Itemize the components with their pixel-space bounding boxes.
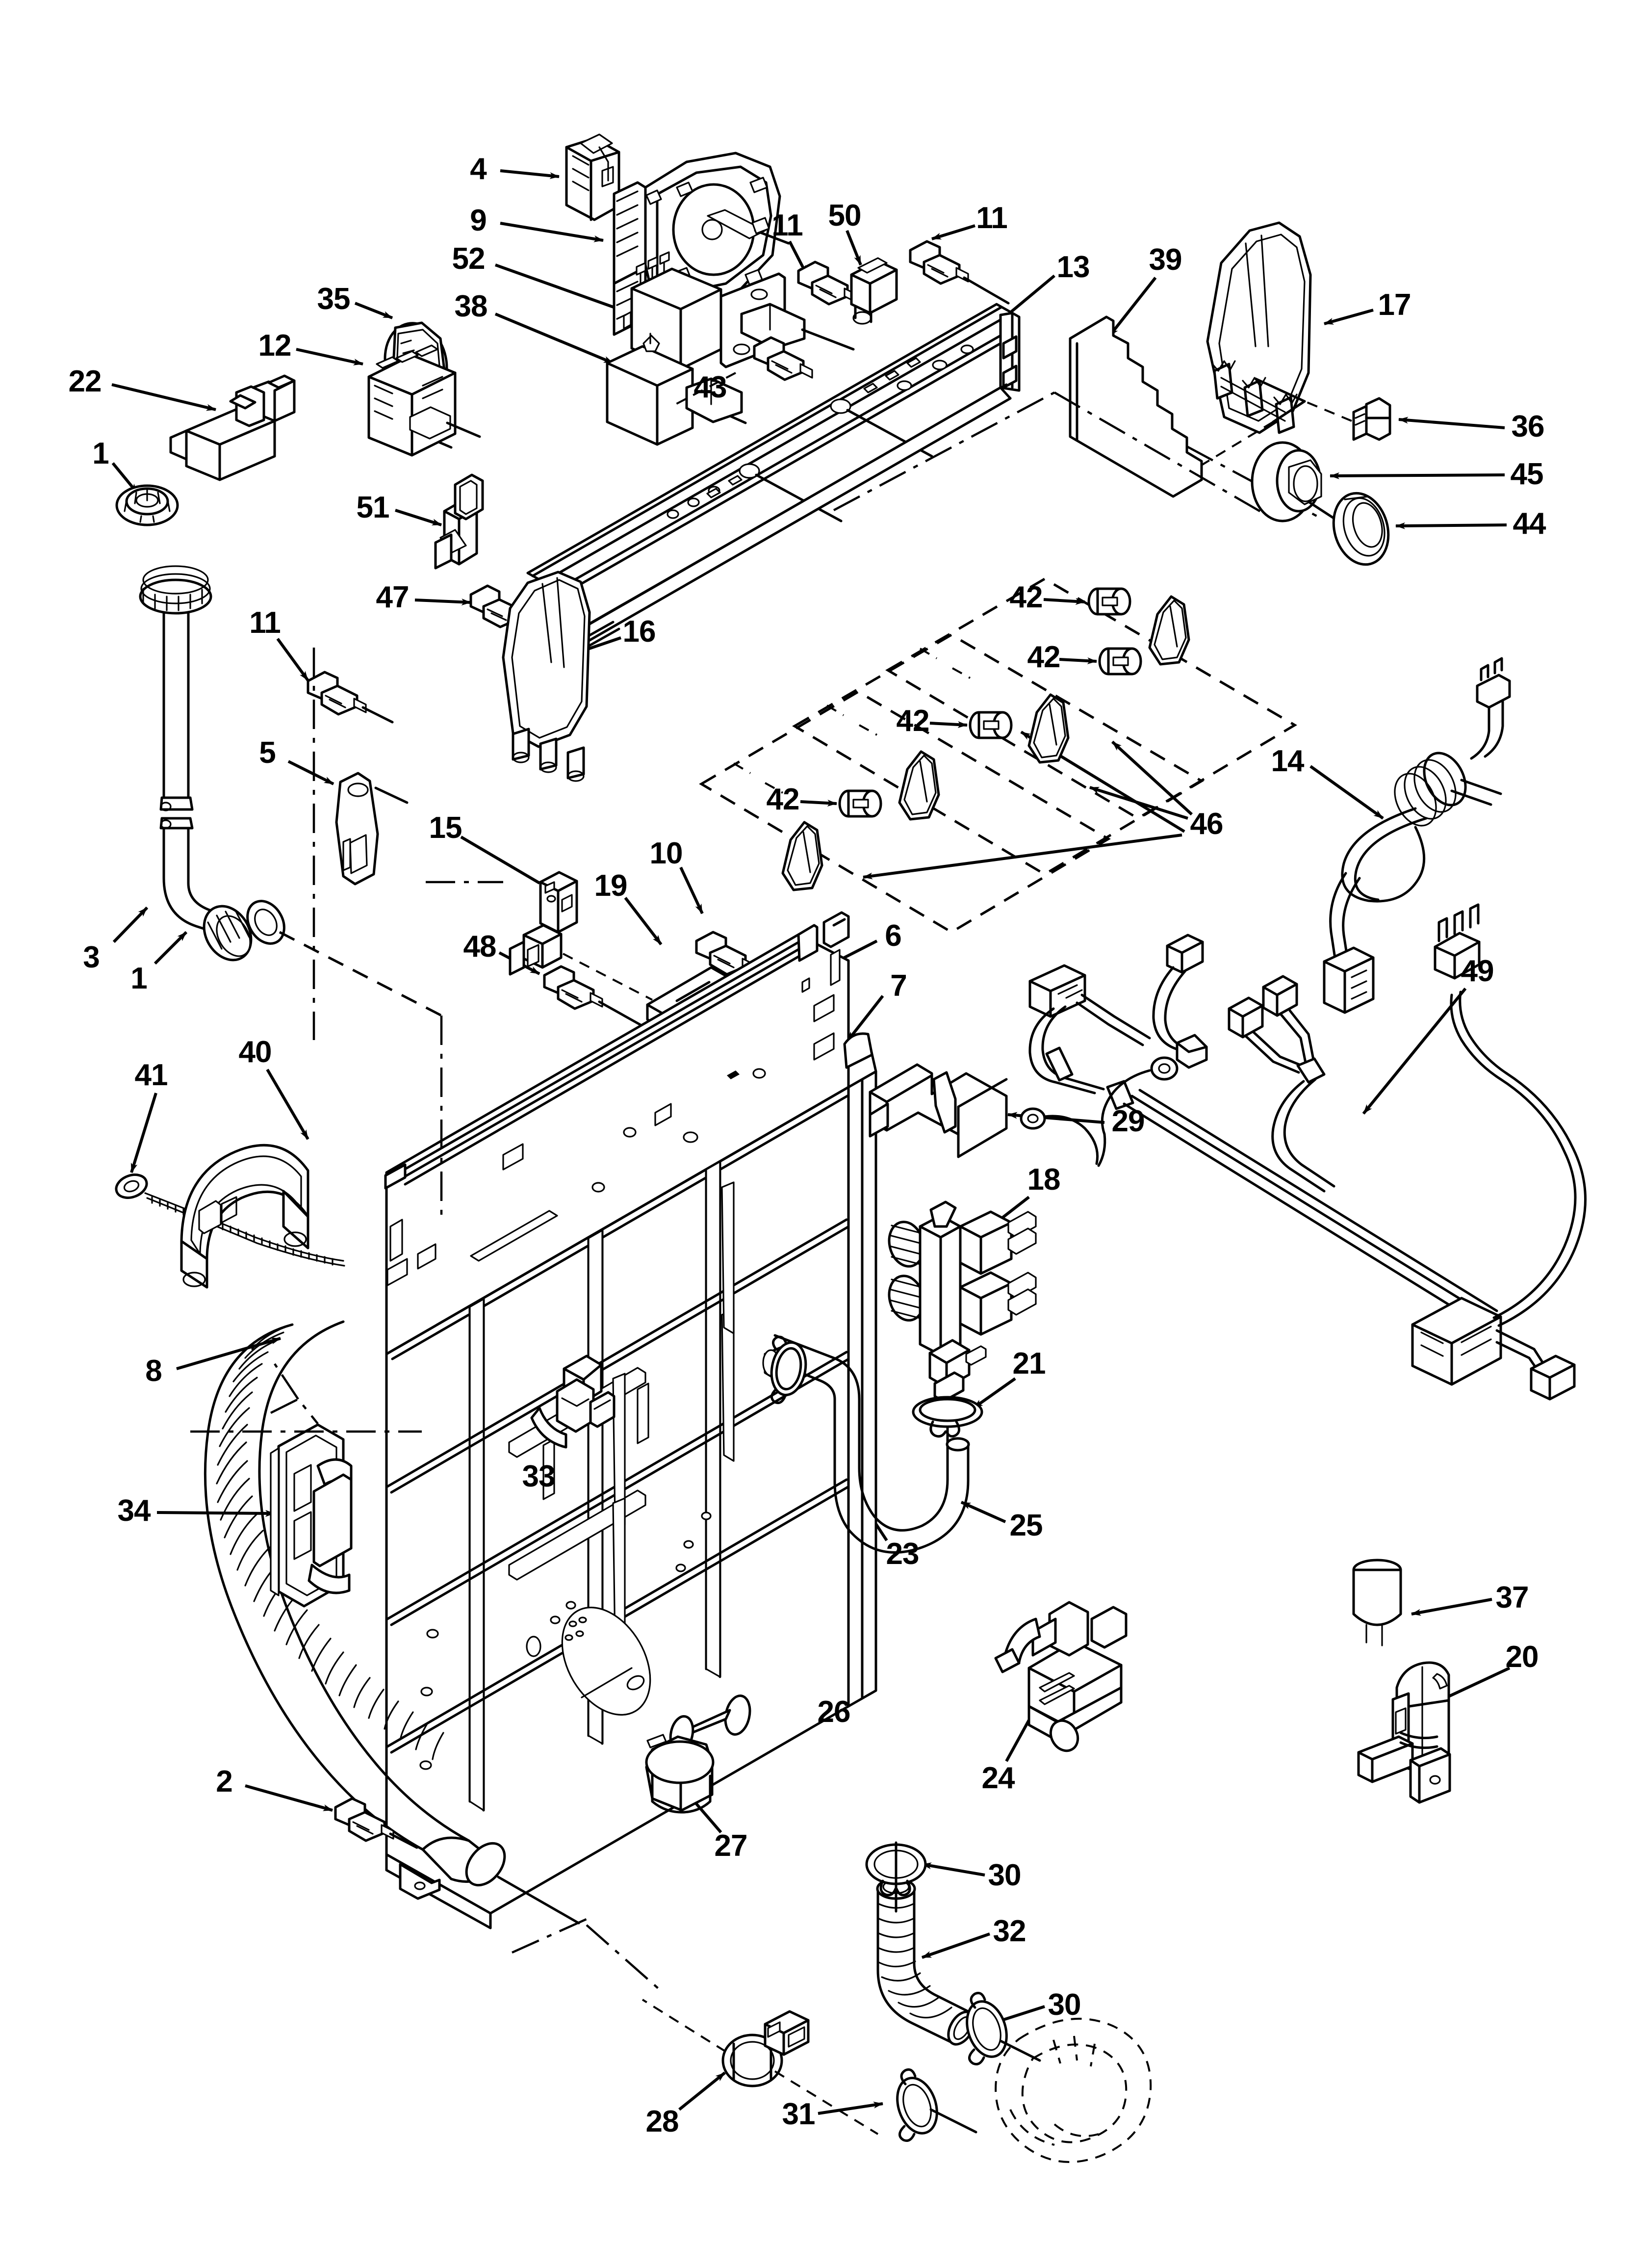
callout-46: 46 <box>1190 807 1224 841</box>
callout-24: 24 <box>981 1761 1015 1795</box>
callout-36: 36 <box>1511 410 1545 443</box>
callout-11-mid: 11 <box>771 209 803 242</box>
callout-39: 39 <box>1149 243 1182 277</box>
callout-37: 37 <box>1495 1581 1529 1615</box>
callout-30-lower: 30 <box>1048 1988 1081 2022</box>
callout-2: 2 <box>216 1765 232 1799</box>
callout-33: 33 <box>522 1460 556 1493</box>
callout-50: 50 <box>828 199 862 233</box>
callout-43: 43 <box>693 370 727 404</box>
callout-7: 7 <box>890 969 907 1003</box>
callout-22: 22 <box>68 365 102 398</box>
callout-6: 6 <box>885 919 901 953</box>
callout-28: 28 <box>645 2105 679 2138</box>
callout-42-a: 42 <box>1009 580 1043 614</box>
callout-48: 48 <box>463 930 497 964</box>
callout-19: 19 <box>594 869 628 903</box>
callout-5: 5 <box>259 736 276 770</box>
callout-40: 40 <box>238 1035 272 1069</box>
callout-42-d: 42 <box>766 782 800 816</box>
callout-4: 4 <box>470 152 487 186</box>
callout-52: 52 <box>452 242 486 276</box>
callout-30-top: 30 <box>988 1858 1022 1892</box>
callout-32: 32 <box>993 1914 1026 1948</box>
callout-17: 17 <box>1378 288 1411 322</box>
callout-12: 12 <box>258 329 292 363</box>
callout-16: 16 <box>622 615 656 649</box>
callout-11-left: 11 <box>249 606 281 640</box>
callout-1-top: 1 <box>92 437 109 470</box>
callout-15: 15 <box>429 811 462 845</box>
callout-38: 38 <box>454 289 488 323</box>
callout-27: 27 <box>714 1829 748 1863</box>
callout-42-b: 42 <box>1027 640 1061 674</box>
callout-47: 47 <box>376 580 410 614</box>
callout-11-right: 11 <box>976 201 1008 235</box>
callout-23: 23 <box>886 1537 920 1571</box>
callout-3: 3 <box>83 940 100 974</box>
callout-25: 25 <box>1009 1509 1043 1542</box>
callout-20: 20 <box>1505 1640 1539 1674</box>
callout-21: 21 <box>1012 1347 1046 1381</box>
callout-49: 49 <box>1461 954 1494 988</box>
callout-14: 14 <box>1271 744 1305 778</box>
callout-41: 41 <box>134 1058 168 1092</box>
callout-9: 9 <box>470 204 487 237</box>
callout-10: 10 <box>649 836 683 870</box>
callout-35: 35 <box>317 282 351 316</box>
callout-31: 31 <box>782 2097 816 2131</box>
callout-29: 29 <box>1111 1104 1145 1138</box>
callout-34: 34 <box>117 1494 151 1528</box>
callout-51: 51 <box>356 491 390 524</box>
callout-13: 13 <box>1056 250 1090 284</box>
callout-26: 26 <box>817 1695 851 1729</box>
callout-42-c: 42 <box>896 704 930 738</box>
callout-18: 18 <box>1027 1163 1061 1197</box>
callout-1-washer: 1 <box>130 962 147 995</box>
callout-8: 8 <box>145 1354 162 1388</box>
callout-44: 44 <box>1513 507 1546 541</box>
callout-45: 45 <box>1510 457 1544 491</box>
